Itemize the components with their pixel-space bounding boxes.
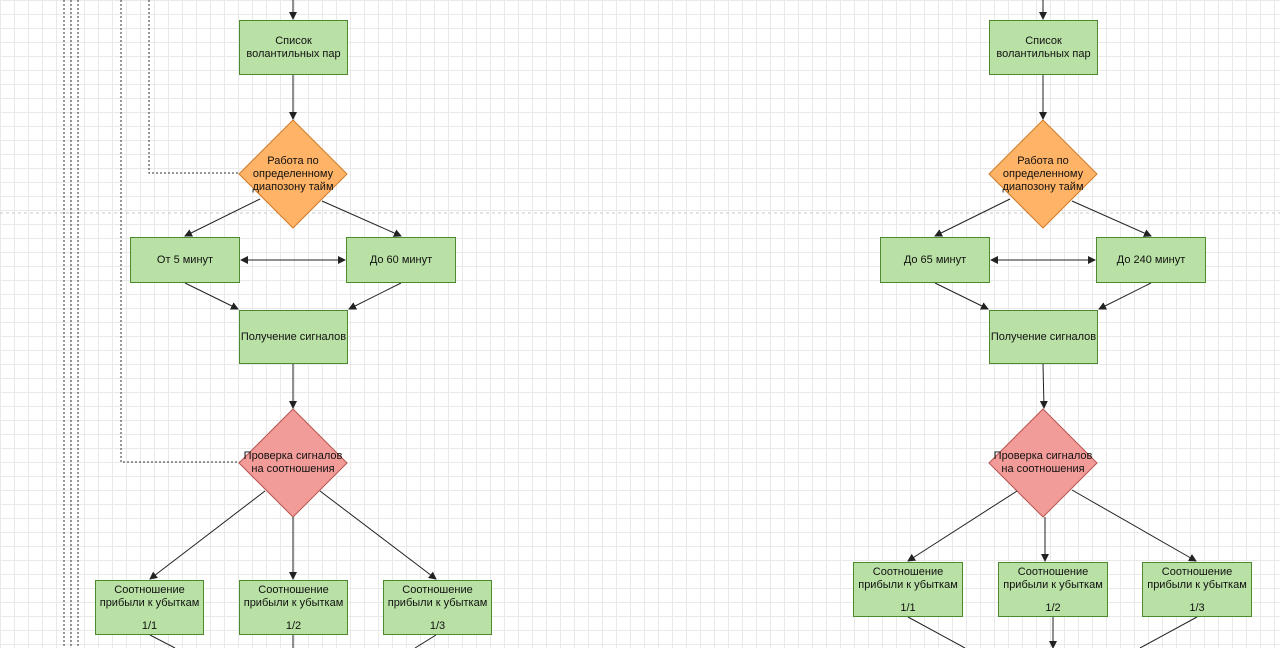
node-ratio-value: 1/3: [429, 620, 446, 632]
node-label: Получение сигналов: [990, 330, 1097, 343]
right-get-signals-node[interactable]: Получение сигналов: [989, 310, 1098, 364]
node-label: До 65 минут: [903, 253, 967, 266]
left-edges: [149, 0, 437, 648]
right-pairs-list-node[interactable]: Список волантильных пар: [989, 20, 1098, 75]
node-ratio-value: 1/2: [1045, 602, 1061, 614]
left-ratio-2-node[interactable]: Соотношение прибыли к убыткам 1/2: [239, 580, 348, 635]
right-time-range-shape[interactable]: [988, 119, 1098, 229]
node-label: Соотношение прибыли к убыткам: [387, 584, 488, 609]
node-label: Список волантильных пар: [246, 34, 341, 60]
right-range-to-node[interactable]: До 240 минут: [1096, 237, 1206, 283]
right-ratio-3-node[interactable]: Соотношение прибыли к убыткам 1/3: [1142, 562, 1252, 617]
left-range-to-node[interactable]: До 60 минут: [346, 237, 456, 283]
node-ratio-value: 1/2: [285, 620, 302, 632]
right-ratio-2-node[interactable]: Соотношение прибыли к убыткам 1/2: [998, 562, 1108, 617]
node-label: Соотношение прибыли к убыткам: [1147, 566, 1247, 591]
left-time-range-shape[interactable]: [238, 119, 348, 229]
node-label: До 60 минут: [369, 253, 433, 266]
node-ratio-value: 1/1: [900, 602, 916, 614]
left-range-from-node[interactable]: От 5 минут: [130, 237, 240, 283]
node-label: Список волантильных пар: [996, 34, 1091, 60]
left-guide-lines: [63, 0, 240, 648]
right-check-signals-shape[interactable]: [988, 408, 1098, 518]
right-edges: [907, 0, 1198, 648]
node-label: До 240 минут: [1116, 253, 1186, 266]
left-ratio-3-node[interactable]: Соотношение прибыли к убыткам 1/3: [383, 580, 492, 635]
node-label: Соотношение прибыли к убыткам: [858, 566, 958, 591]
node-label: Соотношение прибыли к убыткам: [243, 584, 344, 609]
node-label: Соотношение прибыли к убыткам: [99, 584, 200, 609]
left-get-signals-node[interactable]: Получение сигналов: [239, 310, 348, 364]
left-pairs-list-node[interactable]: Список волантильных пар: [239, 20, 348, 75]
left-ratio-1-node[interactable]: Соотношение прибыли к убыткам 1/1: [95, 580, 204, 635]
node-label: Получение сигналов: [240, 330, 347, 343]
right-ratio-1-node[interactable]: Соотношение прибыли к убыткам 1/1: [853, 562, 963, 617]
node-label: Соотношение прибыли к убыткам: [1003, 566, 1103, 591]
left-check-signals-shape[interactable]: [238, 408, 348, 518]
node-ratio-value: 1/1: [141, 620, 158, 632]
node-label: От 5 минут: [156, 253, 214, 266]
right-range-from-node[interactable]: До 65 минут: [880, 237, 990, 283]
node-ratio-value: 1/3: [1189, 602, 1205, 614]
